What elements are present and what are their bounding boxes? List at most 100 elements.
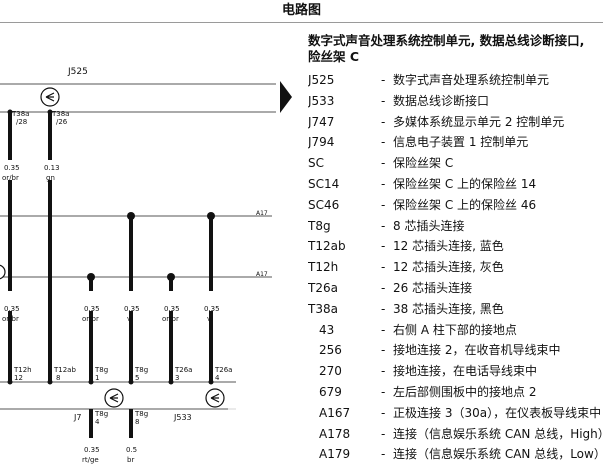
legend-item: T8g -8 芯插头连接 (308, 216, 603, 237)
legend-code: T12ab (308, 239, 346, 254)
legend-dash: - (381, 260, 386, 275)
title-divider (0, 22, 603, 23)
conn-label: T38a (11, 110, 29, 118)
legend-description: 信息电子装置 1 控制单元 (393, 135, 529, 150)
pin-label: /28 (16, 118, 27, 126)
junction-dot (167, 273, 175, 281)
legend-item: 43-右侧 A 柱下部的接地点 (308, 320, 603, 341)
legend-description: 38 芯插头连接, 黑色 (393, 301, 504, 316)
bottom-label: J7 (73, 413, 81, 422)
junction-dot (208, 379, 214, 385)
legend-description: 26 芯插头连接 (393, 280, 473, 295)
legend-dash: - (381, 301, 386, 316)
legend-dash: - (381, 197, 386, 212)
circuit-diagram: J525 A17 A17 T38a /28 T38a /26 0.35 or/b… (0, 67, 276, 464)
legend-item: A178-连接（信息娱乐系统 CAN 总线，High） (308, 424, 603, 445)
junction-dot (7, 379, 13, 385)
legend-code: A178 (319, 426, 351, 441)
junction-dot (207, 212, 215, 220)
bus-label-upper: A17 (256, 210, 268, 217)
legend-description: 左后部侧围板中的接地点 2 (393, 384, 537, 399)
next-page-arrow-icon (280, 81, 292, 113)
legend-code: 679 (319, 384, 342, 399)
legend-code: 43 (319, 322, 335, 337)
legend-item: 256-接地连接 2，在收音机导线束中 (308, 340, 603, 361)
junction-dot (47, 379, 53, 385)
legend-dash: - (381, 176, 386, 191)
conn-label: T12ab (53, 366, 76, 374)
legend-description: 接地连接，在电话导线束中 (393, 364, 538, 379)
arrow-glyph (109, 393, 119, 403)
legend-description: 12 芯插头连接, 蓝色 (393, 239, 504, 254)
bottom-label: J533 (173, 413, 192, 422)
junction-dot (128, 379, 134, 385)
junction-dot (7, 109, 13, 115)
legend-dash: - (381, 447, 386, 462)
legend-code: J533 (308, 93, 335, 108)
wire-color: br (127, 456, 134, 464)
legend-code: T8g (308, 218, 331, 233)
legend-item: J794-信息电子装置 1 控制单元 (308, 132, 603, 153)
wire-color: vi (207, 315, 213, 323)
legend-description: 连接（信息娱乐系统 CAN 总线，Low） (393, 447, 603, 462)
wire-size: 0.35 (124, 305, 140, 313)
page-title: 电路图 (281, 3, 321, 18)
junction-dot (168, 379, 174, 385)
legend-dash: - (381, 343, 386, 358)
pin-label: 8 (135, 418, 139, 426)
wire-color: or/br (2, 315, 19, 323)
arrow-glyph (45, 92, 55, 102)
conn-label: T8g (134, 366, 148, 374)
legend-panel: 数字式声音处理系统控制单元, 数据总线诊断接口, 险丝架 C J525-数字式声… (308, 33, 603, 472)
legend-heading: 数字式声音处理系统控制单元, 数据总线诊断接口, 险丝架 C (308, 33, 603, 65)
legend-description: 数据总线诊断接口 (393, 93, 490, 108)
legend-item: 270-接地连接，在电话导线束中 (308, 361, 603, 382)
legend-dash: - (381, 218, 386, 233)
legend-code: T12h (308, 260, 339, 275)
legend-code: T38a (308, 301, 338, 316)
legend-description: 保险丝架 C 上的保险丝 46 (393, 197, 537, 212)
legend-dash: - (381, 135, 386, 150)
wire-color: or/br (162, 315, 179, 323)
pin-label: 5 (135, 374, 139, 382)
left-edge-icon (0, 264, 6, 280)
conn-label: T8g (134, 410, 148, 418)
legend-description: 8 芯插头连接 (393, 218, 465, 233)
wire-size: 0.5 (126, 446, 137, 454)
legend-code: J525 (308, 73, 335, 87)
legend-description: 保险丝架 C (393, 156, 454, 171)
junction-dot (127, 212, 135, 220)
pin-label: /26 (56, 118, 68, 126)
legend-item: T12h-12 芯插头连接, 灰色 (308, 257, 603, 278)
pin-label: 3 (175, 374, 179, 382)
legend-item: SC46 -保险丝架 C 上的保险丝 46 (308, 195, 603, 216)
legend-code: A167 (319, 405, 351, 420)
legend-item: T26a-26 芯插头连接 (308, 278, 603, 299)
legend-item: SC14-保险丝架 C 上的保险丝 14 (308, 174, 603, 195)
fade-mask (228, 388, 256, 412)
junction-dot (88, 379, 94, 385)
legend-item: A167-正极连接 3（30a），在仪表板导线束中 (308, 403, 603, 424)
pin-label: 4 (215, 374, 220, 382)
legend-code: SC46 (308, 197, 340, 212)
legend-item: T38a -38 芯插头连接, 黑色 (308, 299, 603, 320)
conn-label: T38a (51, 110, 69, 118)
conn-label: T8g (94, 366, 108, 374)
wire-color: or/br (2, 174, 19, 182)
conn-label: T8g (94, 410, 108, 418)
unit-label: J525 (67, 67, 88, 77)
legend-description: 正极连接 3（30a），在仪表板导线束中 (393, 405, 602, 420)
wire-size: 0.35 (4, 305, 20, 313)
legend-code: A179 (319, 447, 351, 462)
legend-code: 270 (319, 364, 342, 379)
pin-label: 1 (95, 374, 99, 382)
legend-item: T12ab-12 芯插头连接, 蓝色 (308, 236, 603, 257)
junction-dot (47, 109, 53, 115)
wire-size: 0.35 (204, 305, 220, 313)
legend-description: 连接（信息娱乐系统 CAN 总线，High） (393, 426, 603, 441)
legend-code: SC (308, 156, 324, 171)
wire-color: gn (46, 174, 55, 182)
legend-dash: - (381, 73, 386, 87)
wire-size: 0.35 (84, 446, 100, 454)
legend-dash: - (381, 384, 386, 399)
